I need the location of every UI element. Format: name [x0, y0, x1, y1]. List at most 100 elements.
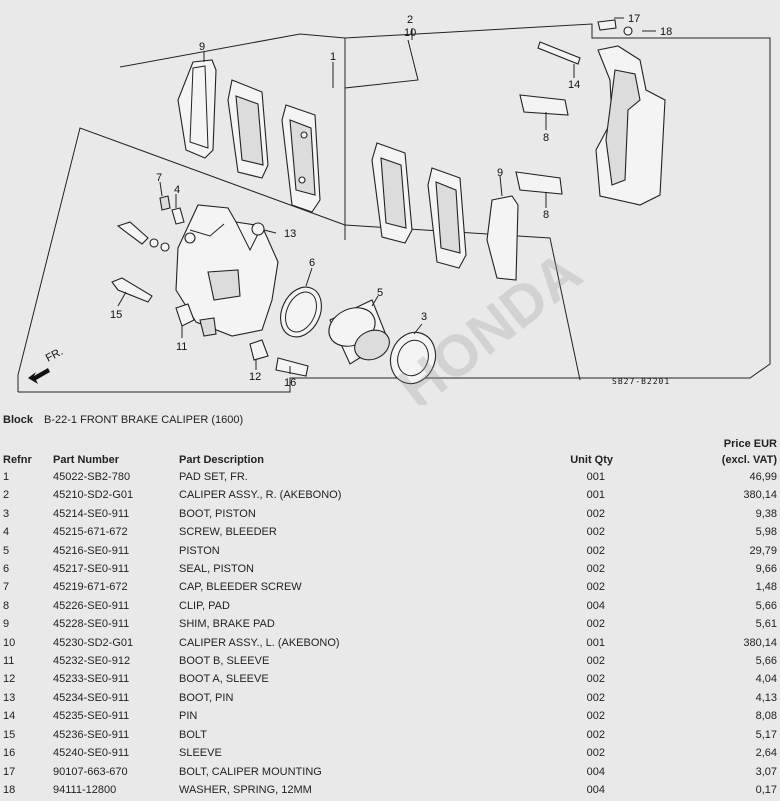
part-number-cell: 90107-663-670 — [53, 765, 128, 778]
callout-1: 1 — [330, 51, 336, 63]
part-number-cell: 45215-671-672 — [53, 526, 128, 539]
refnr-cell: 16 — [3, 747, 16, 760]
part-description-cell: BOOT A, SLEEVE — [179, 673, 269, 686]
callout-8-top: 8 — [543, 132, 549, 144]
part-number-cell: 45219-671-672 — [53, 581, 128, 594]
price-cell: 8,08 — [755, 710, 777, 723]
part-description-cell: BOOT, PIN — [179, 691, 234, 704]
price-cell: 5,17 — [755, 728, 777, 741]
part-description-cell: PAD SET, FR. — [179, 471, 248, 483]
part-number-cell: 45233-SE0-911 — [53, 673, 130, 686]
diagram-code: SB27-B2201 — [612, 377, 670, 386]
frame-outline — [17, 23, 771, 393]
part-description-cell: BOOT B, SLEEVE — [179, 655, 270, 668]
exploded-parts-diagram: 9 1 2 10 3 4 5 6 7 8 8 9 11 12 13 14 15 … — [17, 13, 771, 405]
unit-qty-cell: 004 — [586, 783, 605, 796]
unit-qty-cell: 002 — [586, 728, 605, 741]
unit-qty-cell: 002 — [586, 526, 605, 539]
callout-18: 18 — [660, 26, 672, 38]
price-cell: 1,48 — [755, 581, 777, 594]
refnr-cell: 8 — [3, 599, 10, 612]
frame-leader — [344, 39, 419, 240]
callout-10: 10 — [404, 27, 416, 39]
callout-16: 16 — [284, 377, 296, 389]
price-cell: 5,98 — [755, 526, 777, 539]
part-description-cell: CALIPER ASSY., R. (AKEBONO) — [179, 489, 342, 502]
direction-label: FR. — [44, 346, 65, 365]
part-number-cell: 45228-SE0-911 — [53, 618, 130, 631]
refnr-cell: 15 — [3, 728, 16, 741]
part-number-cell: 45214-SE0-911 — [53, 507, 130, 520]
header-part-number: Part Number — [53, 454, 120, 466]
refnr-cell: 6 — [3, 563, 10, 576]
caliper-bracket — [595, 45, 666, 206]
svg-text:HONDA: HONDA — [386, 239, 594, 405]
callout-17: 17 — [628, 13, 640, 25]
part-description-cell: BOLT — [179, 728, 207, 741]
unit-qty-cell: 004 — [586, 599, 605, 612]
part-number-cell: 45226-SE0-911 — [53, 599, 130, 612]
leader-lines — [117, 17, 656, 374]
parts-table: Refnr Part Number Part Description Unit … — [0, 434, 780, 799]
callout-3: 3 — [421, 311, 427, 323]
unit-qty-cell: 002 — [586, 747, 605, 760]
block-label: Block — [3, 414, 33, 426]
callout-11: 11 — [176, 341, 187, 353]
callout-8-bottom: 8 — [543, 209, 549, 221]
unit-qty-cell: 002 — [586, 673, 605, 686]
seal-6 — [280, 286, 322, 338]
callout-9-right: 9 — [497, 167, 503, 179]
unit-qty-cell: 002 — [586, 507, 605, 520]
refnr-cell: 13 — [3, 691, 16, 704]
unit-qty-cell: 002 — [586, 618, 605, 631]
part-description-cell: SEAL, PISTON — [179, 563, 254, 576]
bolt-17 — [597, 19, 617, 31]
block-title: B-22-1 FRONT BRAKE CALIPER (1600) — [44, 414, 244, 426]
front-direction-arrow: FR. — [28, 346, 65, 384]
part-description-cell: PISTON — [179, 544, 220, 557]
shim-9-right — [486, 195, 519, 281]
pin-14 — [537, 41, 581, 65]
header-unit-qty: Unit Qty — [570, 454, 613, 466]
unit-qty-cell: 002 — [586, 581, 605, 594]
diagram-canvas: 9 1 2 10 3 4 5 6 7 8 8 9 11 12 13 14 15 … — [17, 13, 771, 405]
price-cell: 9,38 — [755, 507, 777, 520]
part-number-cell: 45216-SE0-911 — [53, 544, 130, 557]
price-cell: 2,64 — [755, 747, 777, 760]
unit-qty-cell: 001 — [586, 471, 605, 483]
bolt-15 — [111, 277, 153, 303]
price-cell: 0,17 — [755, 783, 777, 796]
bolt-17-left — [116, 221, 170, 252]
unit-qty-cell: 002 — [586, 655, 605, 668]
price-cell: 5,66 — [755, 655, 777, 668]
header-price-line1: Price EUR — [723, 438, 777, 450]
callout-labels: 9 1 2 10 3 4 5 6 7 8 8 9 11 12 13 14 15 … — [110, 13, 672, 389]
callout-7: 7 — [156, 172, 162, 184]
price-cell: 4,13 — [755, 691, 777, 704]
clip-8-top — [519, 94, 569, 116]
washer-18 — [623, 26, 633, 36]
pad-set-2 — [371, 142, 467, 269]
refnr-cell: 12 — [3, 673, 16, 686]
header-part-description: Part Description — [179, 454, 264, 466]
unit-qty-cell: 004 — [586, 765, 605, 778]
refnr-cell: 17 — [3, 765, 16, 778]
part-number-cell: 45240-SE0-911 — [53, 747, 130, 760]
part-number-cell: 45232-SE0-912 — [53, 655, 131, 668]
part-description-cell: BOOT, PISTON — [179, 507, 256, 520]
frame-inner — [119, 33, 346, 68]
callout-14: 14 — [568, 79, 580, 91]
